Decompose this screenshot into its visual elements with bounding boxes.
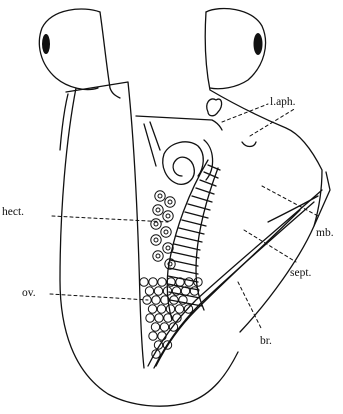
bead-core <box>166 214 170 218</box>
bead-core <box>164 230 168 234</box>
label-hect: hect. <box>2 206 24 218</box>
egg <box>145 287 153 295</box>
label-sept: sept. <box>290 267 312 279</box>
bead-core <box>166 246 170 250</box>
right-eye <box>206 9 266 89</box>
mantle-flap-left <box>60 82 144 368</box>
leader-hect <box>52 216 168 222</box>
bead <box>161 227 171 237</box>
egg <box>154 287 162 295</box>
egg <box>152 296 160 304</box>
egg <box>158 332 166 340</box>
bead <box>155 191 165 201</box>
bead <box>163 211 173 221</box>
label-br: br. <box>260 335 272 347</box>
egg <box>148 305 156 313</box>
bead-core <box>154 238 158 242</box>
egg <box>160 323 168 331</box>
bead-core <box>156 254 160 258</box>
funnel <box>144 122 160 166</box>
bead-core <box>158 194 162 198</box>
egg <box>184 305 192 313</box>
bead <box>165 197 175 207</box>
egg <box>149 278 157 286</box>
body-outline <box>60 12 238 406</box>
leader-l-aph-1 <box>222 104 268 122</box>
left-eye <box>39 9 100 90</box>
hectocotylus-coil <box>163 140 213 184</box>
bead-core <box>156 208 160 212</box>
bead-core <box>168 200 172 204</box>
bead <box>151 219 161 229</box>
label-ov: ov. <box>22 287 36 299</box>
bead <box>151 235 161 245</box>
label-l-aph: l.aph. <box>270 96 296 108</box>
egg <box>149 332 157 340</box>
hect-beads <box>151 191 175 269</box>
egg <box>157 305 165 313</box>
egg <box>185 278 193 286</box>
egg <box>181 287 189 295</box>
leader-ov <box>50 294 148 300</box>
bead <box>153 205 163 215</box>
egg <box>146 314 154 322</box>
egg <box>155 314 163 322</box>
egg <box>175 305 183 313</box>
egg <box>151 323 159 331</box>
egg <box>158 278 166 286</box>
cavity-edge <box>136 116 222 130</box>
bead-core <box>154 222 158 226</box>
leader-br <box>238 282 262 330</box>
label-mb: mb. <box>316 227 334 239</box>
lateral-appendage <box>207 99 256 147</box>
egg <box>140 278 148 286</box>
egg <box>169 323 177 331</box>
bead <box>153 251 163 261</box>
leader-l-aph-2 <box>250 108 296 136</box>
